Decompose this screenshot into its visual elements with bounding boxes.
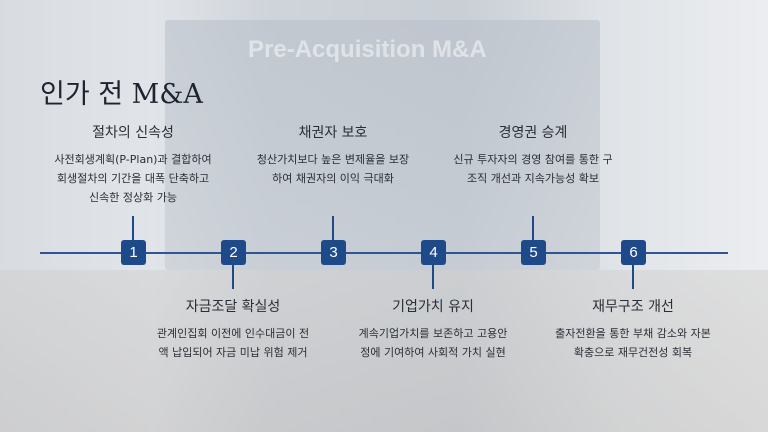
timeline-line (40, 252, 728, 254)
step-description-line: 계속기업가치를 보존하고 고용안 (358, 327, 508, 340)
step-title: 자금조달 확실성 (185, 299, 281, 315)
timeline-marker-1: 1 (121, 240, 146, 265)
slide-title: 인가 전 M&A (40, 79, 203, 110)
timeline-connector (232, 265, 234, 289)
step-description-line: 회생절차의 기간을 대폭 단축하고 (56, 172, 210, 185)
timeline-marker-4: 4 (421, 240, 446, 265)
step-description-line: 신속한 정상화 가능 (89, 191, 177, 204)
timeline-connector (632, 265, 634, 289)
step-title: 경영권 승계 (498, 125, 568, 141)
step-title: 절차의 신속성 (92, 125, 174, 141)
background-photo-meeting (0, 270, 768, 432)
step-description-line: 하여 채권자의 이익 극대화 (272, 172, 394, 185)
background-photo-text: Pre-Acquisition M&A (248, 36, 487, 63)
step-description-line: 관계인집회 이전에 인수대금이 전 (156, 327, 310, 340)
timeline-connector (132, 216, 134, 240)
step-title: 기업가치 유지 (392, 299, 474, 315)
step-description-line: 사전회생계획(P-Plan)과 결합하여 (54, 153, 212, 166)
step-description-line: 출자전환을 통한 부채 감소와 자본 (555, 327, 711, 340)
step-description-line: 조직 개선과 지속가능성 확보 (467, 172, 599, 185)
timeline-connector (532, 216, 534, 240)
background-photo-board (165, 20, 600, 270)
step-title: 채권자 보호 (298, 125, 368, 141)
timeline-marker-2: 2 (221, 240, 246, 265)
step-description-line: 액 납입되어 자금 미납 위험 제거 (158, 346, 308, 359)
timeline-marker-5: 5 (521, 240, 546, 265)
step-title: 재무구조 개선 (592, 299, 674, 315)
step-description-line: 정에 기여하여 사회적 가치 실현 (360, 346, 506, 359)
step-description-line: 확충으로 재무건전성 회복 (573, 346, 693, 359)
step-description-line: 신규 투자자의 경영 참여를 통한 구 (453, 153, 613, 166)
step-description-line: 청산가치보다 높은 변제율을 보장 (256, 153, 410, 166)
timeline-connector (332, 216, 334, 240)
timeline-marker-3: 3 (321, 240, 346, 265)
timeline-connector (432, 265, 434, 289)
timeline-marker-6: 6 (621, 240, 646, 265)
